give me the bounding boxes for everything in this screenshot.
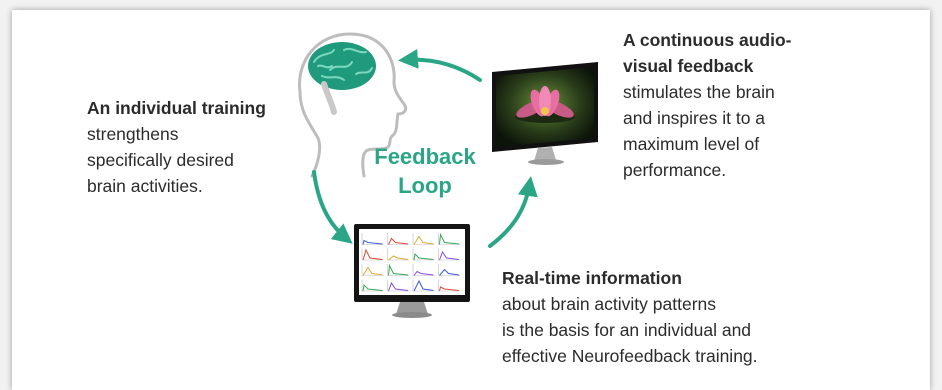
mini-chart-axis <box>412 233 435 245</box>
mini-chart-axis <box>361 264 384 276</box>
mini-chart-trace <box>362 239 383 245</box>
mini-chart-trace <box>439 250 460 261</box>
mini-chart-axis <box>412 264 435 276</box>
mini-chart-axis <box>438 264 460 276</box>
mini-chart-axis <box>387 233 409 245</box>
mini-chart-trace <box>388 263 409 276</box>
mini-chart-axis <box>361 233 384 245</box>
mini-chart-axis <box>412 248 435 261</box>
feedback-line: and inspires it to a <box>623 108 766 128</box>
data-monitor-icon <box>354 224 470 318</box>
mini-chart-axis <box>438 279 460 292</box>
mini-chart-trace <box>439 268 460 276</box>
training-heading: An individual training <box>87 98 266 118</box>
training-line: strengthens <box>87 124 179 144</box>
mini-chart-axis <box>361 248 384 261</box>
training-line: specifically desired <box>87 150 234 170</box>
loop-title: Feedback Loop <box>360 142 490 200</box>
mini-chart-axis <box>438 233 460 245</box>
feedback-line: maximum level of <box>623 134 760 154</box>
training-line: brain activities. <box>87 176 203 196</box>
mini-chart-trace <box>362 266 383 276</box>
mini-chart-trace <box>362 248 383 261</box>
feedback-heading-line: A continuous audio- <box>623 30 792 50</box>
mini-chart-axis <box>387 248 409 261</box>
mini-chart-axis <box>361 279 384 292</box>
mini-chart-trace <box>362 283 383 292</box>
mini-chart-axis <box>412 279 435 292</box>
realtime-line: effective Neurofeedback training. <box>502 346 758 366</box>
loop-title-line2: Loop <box>398 173 452 198</box>
realtime-heading: Real-time information <box>502 268 682 288</box>
mini-chart-trace <box>439 286 460 292</box>
feedback-heading-line: visual feedback <box>623 56 754 76</box>
head-brain-icon <box>298 32 408 178</box>
realtime-line: is the basis for an individual and <box>502 320 752 340</box>
mini-chart-trace <box>388 237 409 245</box>
lotus-monitor-icon <box>492 62 598 165</box>
training-text: An individual training strengthens speci… <box>87 95 266 199</box>
mini-chart-trace <box>413 279 434 292</box>
feedback-text: A continuous audio- visual feedback stim… <box>623 27 792 183</box>
realtime-line: about brain activity patterns <box>502 294 717 314</box>
mini-chart-axis <box>387 279 409 292</box>
mini-chart-trace <box>388 255 409 261</box>
mini-chart-trace <box>413 252 434 261</box>
loop-arrow-icon <box>312 48 538 248</box>
mini-chart-axis <box>438 248 460 261</box>
mini-chart-axis <box>387 264 409 276</box>
mini-chart-trace <box>388 281 409 292</box>
loop-title-line1: Feedback <box>374 144 476 169</box>
feedback-line: performance. <box>623 160 727 180</box>
feedback-line: stimulates the brain <box>623 82 775 102</box>
diagram-artwork <box>298 32 598 318</box>
mini-chart-trace <box>439 232 460 245</box>
mini-chart-trace <box>413 235 434 245</box>
mini-chart-trace <box>413 270 434 276</box>
realtime-text: Real-time information about brain activi… <box>502 265 758 369</box>
